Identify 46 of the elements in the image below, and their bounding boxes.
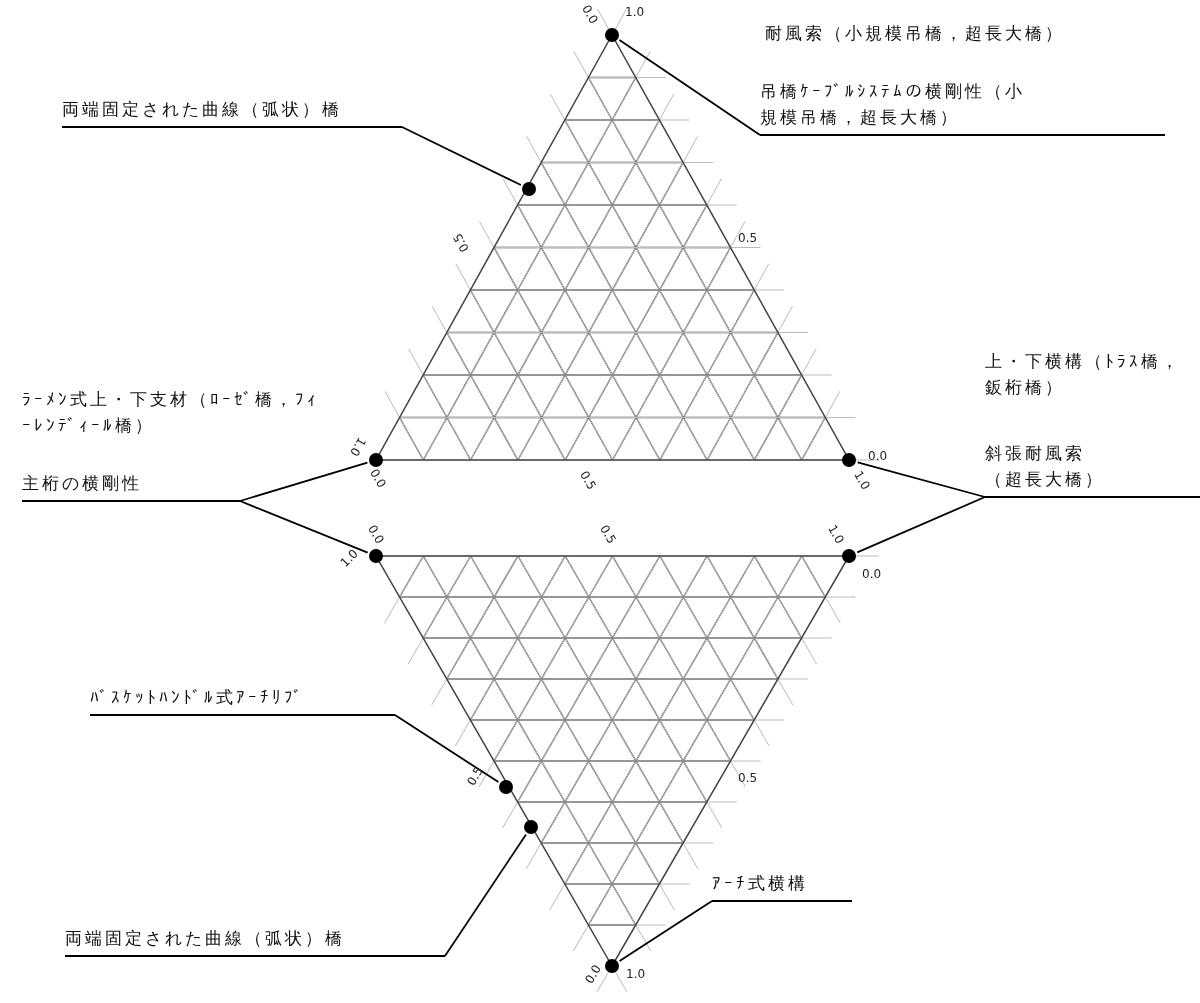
point-marker: [522, 182, 536, 196]
leader-line: [239, 500, 369, 554]
annotation-label: 斜張耐風索（超長大橋）: [985, 440, 1200, 498]
axis-tick-label: 0.0: [365, 523, 386, 546]
axis-tick-label: 1.0: [625, 6, 645, 19]
point-marker: [842, 453, 856, 467]
annotation-label: 両端固定された曲線（弧状）橋: [65, 925, 445, 957]
axis-tick-label: 0.5: [738, 232, 758, 245]
leader-line: [856, 461, 986, 498]
leader-line: [618, 900, 713, 962]
leader-line: [444, 833, 527, 957]
axis-tick-label: 1.0: [851, 469, 872, 492]
point-marker: [499, 780, 513, 794]
point-marker: [605, 959, 619, 973]
axis-tick-label: 1.0: [626, 968, 646, 981]
annotation-label: ﾊﾞｽｹｯﾄﾊﾝﾄﾞﾙ式ｱｰﾁﾘﾌﾞ: [90, 684, 395, 716]
annotation-text: ﾗｰﾒﾝ式上・下支材（ﾛｰｾﾞ橋，ﾌｨｰﾚﾝﾃﾞｨｰﾙ橋）: [22, 388, 320, 437]
axis-tick-label: 0.0: [367, 467, 388, 490]
axis-tick-label: 0.0: [579, 3, 600, 26]
axis-tick-label: 0.5: [577, 469, 598, 492]
point-marker: [524, 820, 538, 834]
axis-tick-label: 1.0: [825, 523, 846, 546]
point-marker: [369, 549, 383, 563]
axis-tick-label: 0.0: [868, 450, 888, 463]
annotation-label: 主桁の横剛性: [22, 470, 240, 502]
axis-tick-label: 0.5: [451, 231, 472, 254]
point-marker: [605, 28, 619, 42]
point-marker: [369, 453, 383, 467]
axis-tick-label: 0.5: [738, 772, 758, 785]
axis-tick-label: 0.5: [465, 765, 486, 788]
annotation-label: 吊橋ｹｰﾌﾞﾙｼｽﾃﾑの横剛性（小規模吊橋，超長大橋）: [760, 78, 1165, 136]
leader-line: [401, 126, 522, 186]
annotation-label: 両端固定された曲線（弧状）橋: [62, 96, 402, 128]
axis-tick-label: 0.5: [597, 523, 618, 546]
axis-tick-label: 0.0: [583, 963, 604, 986]
annotation-text: 上・下横構（ﾄﾗｽ橋，鈑桁橋）: [985, 350, 1182, 399]
leader-line: [618, 39, 761, 136]
annotation-text: 耐風索（小規模吊橋，超長大橋）: [765, 22, 1066, 45]
axis-tick-label: 1.0: [347, 435, 368, 458]
axis-tick-label: 0.0: [862, 568, 882, 581]
leader-line: [856, 496, 986, 554]
annotation-label: ｱｰﾁ式横構: [712, 870, 852, 902]
point-marker: [842, 549, 856, 563]
leader-line: [239, 461, 369, 502]
leader-line: [394, 714, 500, 783]
axis-tick-label: 1.0: [338, 547, 361, 570]
